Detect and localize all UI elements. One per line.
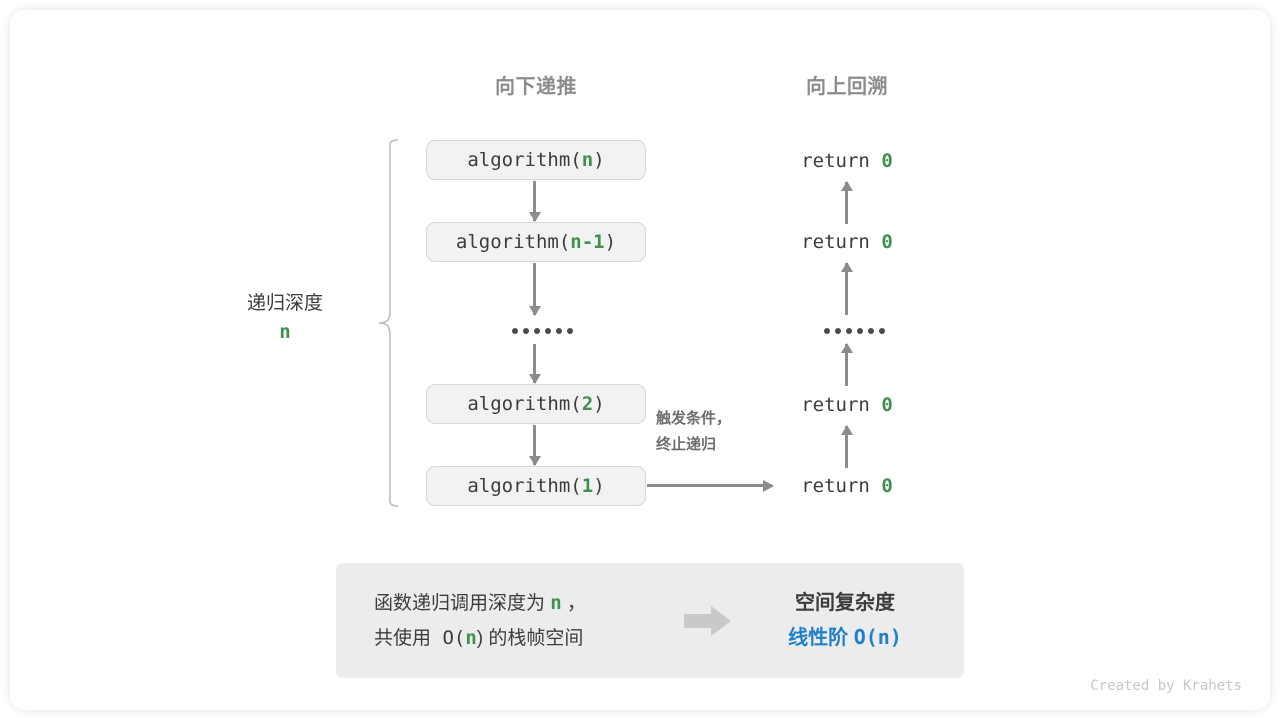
- summary-line2-highlight: n: [465, 626, 477, 649]
- ellipsis-dots-left: [512, 328, 573, 334]
- call-frame-suffix: ): [604, 231, 617, 253]
- recursion-depth-label: 递归深度 n: [200, 290, 370, 346]
- call-frame-prefix: algorithm(: [467, 149, 582, 171]
- call-frame-box[interactable]: algorithm(n-1): [426, 222, 646, 262]
- return-value: 0: [881, 394, 893, 416]
- call-frame-arg: 1: [581, 475, 594, 497]
- call-frame-arg: n-1: [570, 231, 605, 253]
- call-frame-prefix: algorithm(: [455, 231, 571, 253]
- column-header-upward-backtrack: 向上回溯: [806, 76, 888, 98]
- arrow-down-icon: [533, 425, 536, 465]
- terminate-condition-label: 触发条件， 终止递归: [656, 406, 796, 458]
- call-frame-arg: n: [581, 149, 594, 171]
- summary-line2-text-b: ) 的栈帧空间: [476, 627, 584, 649]
- call-frame-prefix: algorithm(: [467, 393, 582, 415]
- arrow-down-icon: [533, 181, 536, 221]
- summary-panel: 函数递归调用深度为 n ， 共使用 O(n) 的栈帧空间 空间复杂度 线性阶 O…: [336, 563, 964, 678]
- return-value: 0: [881, 231, 893, 253]
- terminate-condition-line1: 触发条件，: [656, 410, 732, 427]
- arrow-up-icon: [845, 426, 848, 468]
- return-statement: return 0: [717, 150, 977, 172]
- right-block-arrow-icon: [684, 605, 731, 636]
- summary-line2-text-a: 共使用 O(: [374, 626, 466, 649]
- return-keyword: return: [801, 150, 870, 172]
- arrow-up-icon: [845, 263, 848, 315]
- call-frame-suffix: ): [593, 149, 605, 171]
- summary-line1-highlight: n: [550, 591, 562, 614]
- summary-description-line1: 函数递归调用深度为 n ，: [374, 586, 666, 621]
- return-value: 0: [881, 150, 893, 172]
- recursion-depth-value: n: [279, 321, 291, 343]
- return-statement: return 0: [717, 475, 977, 497]
- call-frame-suffix: ): [593, 393, 605, 415]
- arrow-right-icon: [647, 484, 772, 487]
- call-frame-box[interactable]: algorithm(1): [426, 466, 646, 506]
- return-keyword: return: [801, 475, 870, 497]
- arrow-down-icon: [533, 263, 536, 315]
- recursion-depth-brace: [378, 139, 399, 507]
- return-keyword: return: [801, 394, 870, 416]
- diagram-card: 向下递推 向上回溯 递归深度 n algorithm(n) algorithm(…: [10, 10, 1270, 710]
- call-frame-suffix: ): [593, 475, 605, 497]
- arrow-up-icon: [845, 182, 848, 224]
- summary-conclusion: 空间复杂度 线性阶 O(n): [750, 586, 964, 655]
- call-frame-box[interactable]: algorithm(2): [426, 384, 646, 424]
- terminate-condition-line2: 终止递归: [656, 436, 717, 453]
- return-statement: return 0: [717, 231, 977, 253]
- column-header-downward-recursion: 向下递推: [495, 76, 577, 98]
- complexity-order-label: 线性阶: [788, 627, 854, 649]
- summary-line1-text-b: ，: [561, 592, 587, 614]
- space-complexity-value: 线性阶 O(n): [750, 620, 940, 655]
- return-statement: return 0: [717, 394, 977, 416]
- return-value: 0: [881, 475, 893, 497]
- space-complexity-title: 空间复杂度: [795, 592, 895, 614]
- summary-description: 函数递归调用深度为 n ， 共使用 O(n) 的栈帧空间: [336, 586, 666, 656]
- return-keyword: return: [801, 231, 870, 253]
- complexity-notation: O(n): [853, 625, 902, 649]
- recursion-depth-title: 递归深度: [246, 293, 323, 314]
- summary-line1-text-a: 函数递归调用深度为: [374, 592, 551, 614]
- call-frame-box[interactable]: algorithm(n): [426, 140, 646, 180]
- call-frame-arg: 2: [581, 393, 594, 415]
- arrow-down-icon: [533, 344, 536, 383]
- call-frame-prefix: algorithm(: [467, 475, 582, 497]
- summary-arrow-container: [666, 605, 750, 637]
- arrow-up-icon: [845, 344, 848, 386]
- summary-description-line2: 共使用 O(n) 的栈帧空间: [374, 621, 666, 656]
- credit-text: Created by Krahets: [1090, 678, 1242, 694]
- ellipsis-dots-right: [824, 328, 885, 334]
